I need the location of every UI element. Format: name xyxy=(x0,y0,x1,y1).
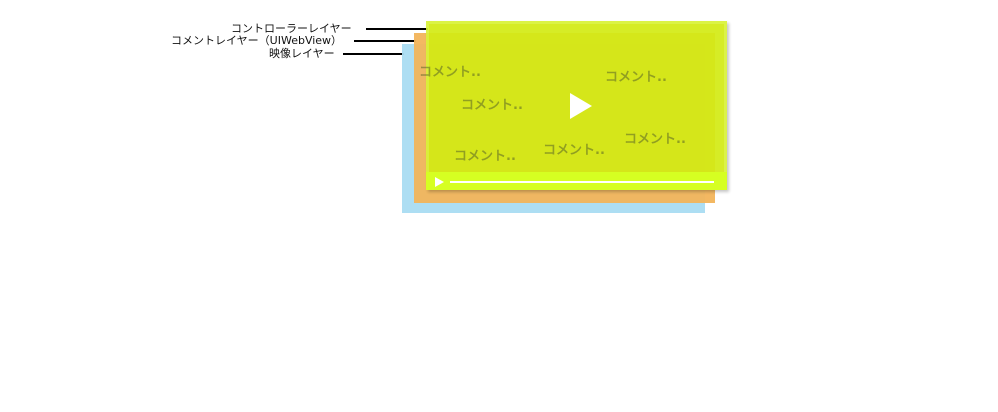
video-layer-label: 映像レイヤー xyxy=(269,47,335,60)
play-icon[interactable] xyxy=(570,93,592,119)
comment-leader-line xyxy=(354,40,416,42)
seek-bar[interactable] xyxy=(450,181,714,183)
play-small-icon[interactable] xyxy=(435,177,444,187)
comment-2: コメント.. xyxy=(605,70,667,85)
controller-layer-label: コントローラーレイヤー xyxy=(231,22,352,35)
video-leader-line xyxy=(343,53,404,55)
comment-layer-label: コメントレイヤー（UIWebView） xyxy=(171,34,343,47)
comment-5: コメント.. xyxy=(543,143,605,158)
comment-1: コメント.. xyxy=(419,65,481,80)
comment-6: コメント.. xyxy=(454,149,516,164)
comment-3: コメント.. xyxy=(461,98,523,113)
comment-4: コメント.. xyxy=(624,132,686,147)
controller-leader-line xyxy=(366,28,428,30)
